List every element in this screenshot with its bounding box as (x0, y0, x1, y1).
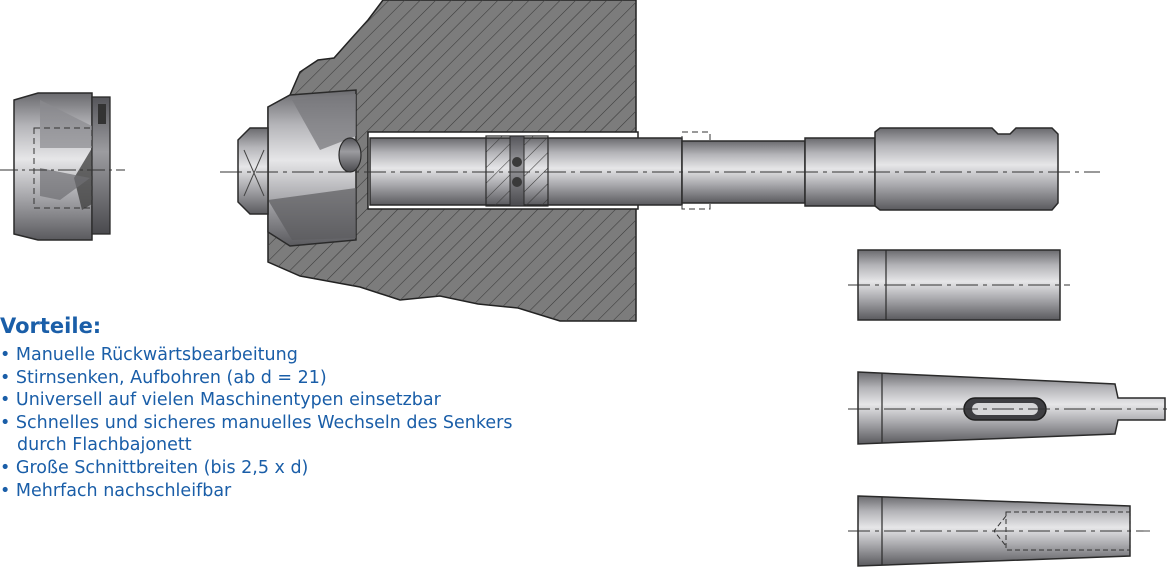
advantage-item: Große Schnittbreiten (bis 2,5 x d) (0, 457, 520, 480)
advantage-item: Manuelle Rückwärtsbearbeitung (0, 344, 520, 367)
countersink-insert (0, 92, 125, 241)
countersink-head (237, 89, 362, 247)
advantage-item: Mehrfach nachschleifbar (0, 480, 520, 503)
shank-morse-taper-slot (848, 371, 1168, 445)
shank-morse-taper-thread (848, 495, 1150, 567)
advantage-item: Schnelles und sicheres manuelles Wechsel… (0, 412, 520, 457)
advantages-title: Vorteile: (0, 314, 102, 338)
advantage-item: Stirnsenken, Aufbohren (ab d = 21) (0, 367, 520, 390)
advantage-item: Universell auf vielen Maschinentypen ein… (0, 389, 520, 412)
shank-cylindrical (848, 249, 1070, 321)
arbor-shaft (369, 127, 1059, 211)
advantages-list: Manuelle Rückwärtsbearbeitung Stirnsenke… (0, 344, 520, 502)
